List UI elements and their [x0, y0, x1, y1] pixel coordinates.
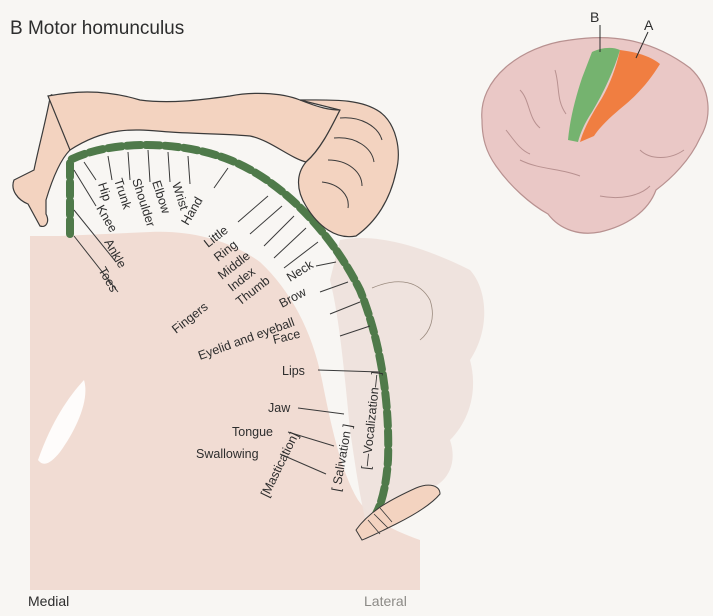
axis-lateral: Lateral — [364, 593, 407, 609]
label-hip: Hip — [95, 181, 114, 203]
label-lips: Lips — [282, 364, 305, 378]
figure-title: B Motor homunculus — [10, 18, 184, 39]
label-knee: Knee — [93, 203, 120, 235]
brain-label-b: B — [590, 9, 599, 25]
label-tongue: Tongue — [232, 425, 273, 439]
brain-label-a: A — [644, 17, 654, 33]
label-jaw: Jaw — [268, 401, 291, 415]
label-neck: Neck — [284, 257, 316, 284]
brain-inset: B A — [482, 9, 708, 233]
axis-medial: Medial — [28, 593, 69, 609]
label-swallowing: Swallowing — [196, 447, 259, 461]
